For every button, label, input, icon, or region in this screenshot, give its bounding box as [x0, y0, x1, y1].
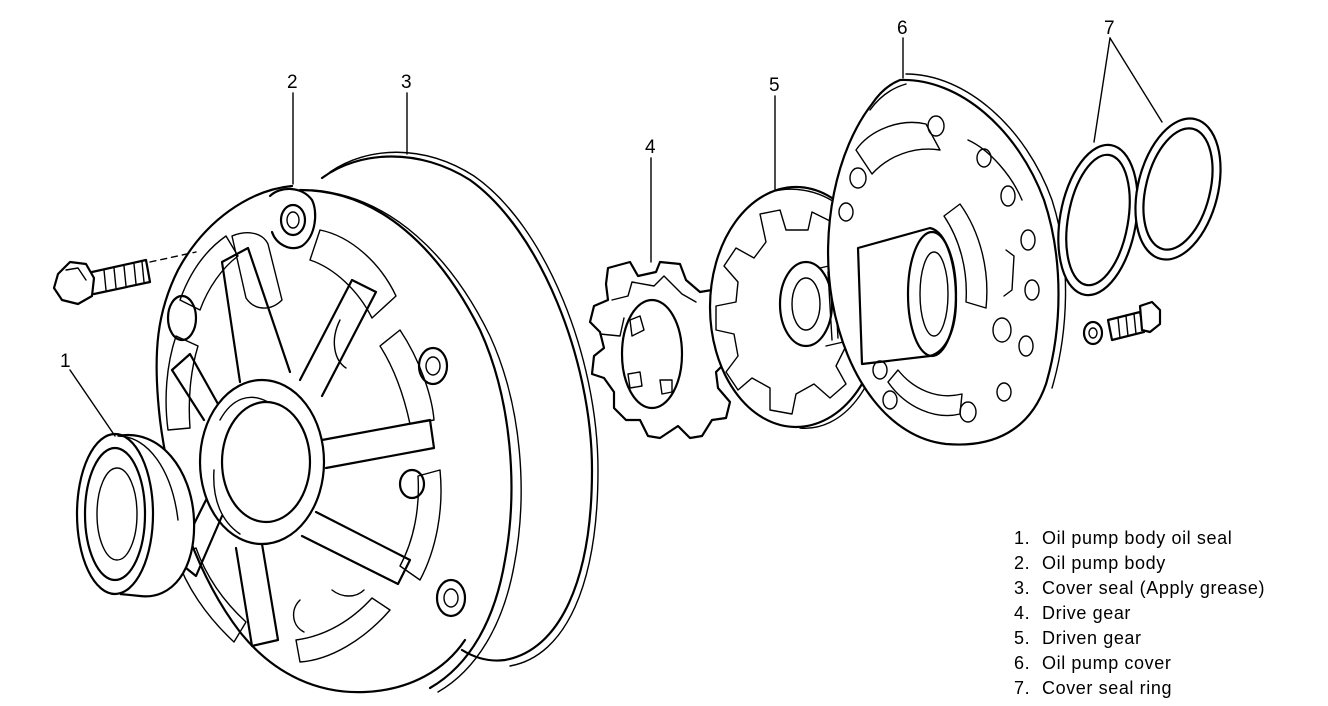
- leader-lines: [69, 37, 1163, 437]
- callout-5: 5: [769, 75, 780, 96]
- parts-legend: 1. Oil pump body oil seal 2. Oil pump body…: [1014, 526, 1265, 701]
- legend-label: Oil pump cover: [1042, 653, 1172, 673]
- callout-4: 4: [645, 137, 656, 158]
- callout-1: 1: [60, 351, 71, 372]
- mounting-bolt-right: [1082, 300, 1162, 346]
- drive-gear: [588, 260, 732, 440]
- callout-6: 6: [897, 18, 908, 39]
- legend-label: Driven gear: [1042, 628, 1142, 648]
- oil-pump-body: [155, 184, 522, 694]
- callout-numbers: 1 2 3 4 5 6 7: [60, 18, 1115, 372]
- legend-label: Cover seal ring: [1042, 678, 1173, 698]
- callout-2: 2: [287, 72, 298, 93]
- legend-number: 2.: [1014, 553, 1031, 573]
- legend-number: 4.: [1014, 603, 1031, 623]
- legend-label: Cover seal (Apply grease): [1042, 578, 1266, 598]
- cover-seal: [320, 151, 599, 667]
- legend-number: 1.: [1014, 528, 1031, 548]
- legend-number: 3.: [1014, 578, 1031, 598]
- legend-label: Oil pump body: [1042, 553, 1166, 573]
- legend-item: 6. Oil pump cover: [1014, 651, 1265, 676]
- oil-pump-cover: [826, 73, 1067, 446]
- legend-number: 7.: [1014, 678, 1031, 698]
- legend-item: 4. Drive gear: [1014, 601, 1265, 626]
- legend-item: 2. Oil pump body: [1014, 551, 1265, 576]
- mounting-bolt-left: [52, 251, 197, 306]
- callout-7: 7: [1104, 18, 1115, 39]
- legend-item: 3. Cover seal (Apply grease): [1014, 576, 1265, 601]
- legend-item: 5. Driven gear: [1014, 626, 1265, 651]
- legend-item: 7. Cover seal ring: [1014, 676, 1265, 701]
- cover-seal-rings: [1057, 117, 1222, 297]
- callout-3: 3: [401, 72, 412, 93]
- legend-label: Oil pump body oil seal: [1042, 528, 1233, 548]
- legend-label: Drive gear: [1042, 603, 1132, 623]
- legend-number: 5.: [1014, 628, 1031, 648]
- oil-seal: [75, 432, 196, 598]
- legend-item: 1. Oil pump body oil seal: [1014, 526, 1265, 551]
- legend-number: 6.: [1014, 653, 1031, 673]
